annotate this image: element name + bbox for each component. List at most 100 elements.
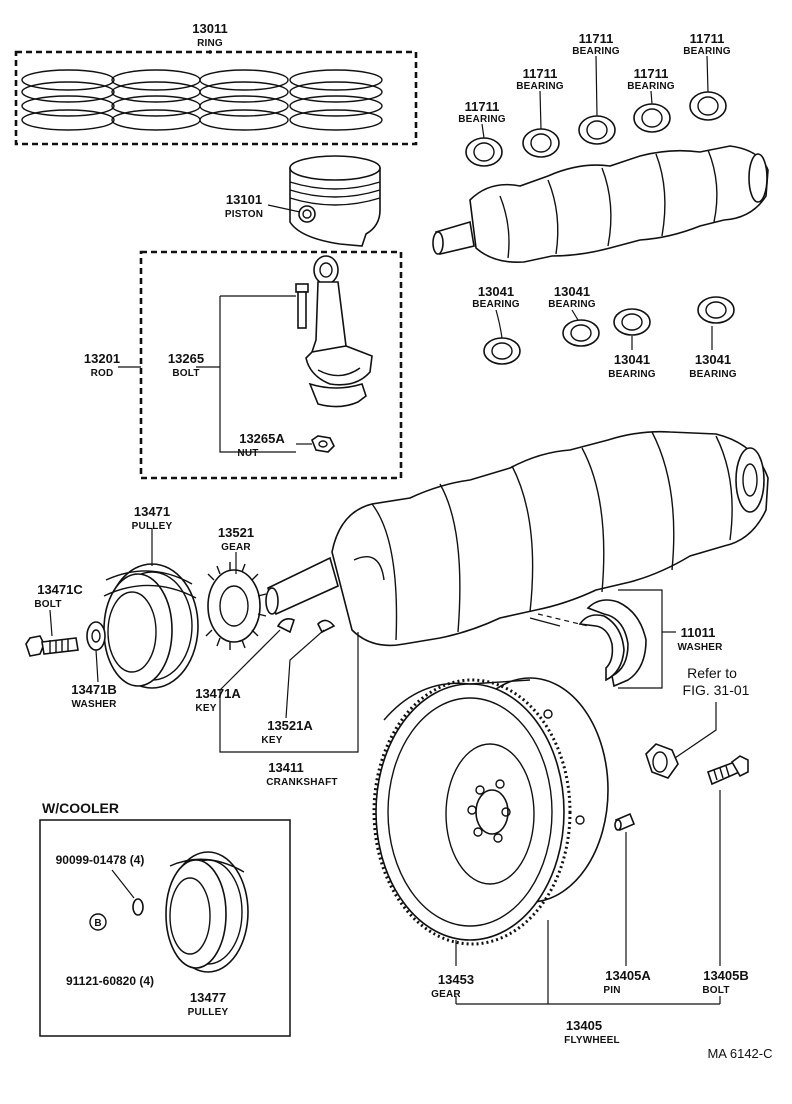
cooler-pulley	[165, 851, 249, 973]
piston: 13101 PISTON	[225, 155, 381, 247]
rod-bearing-3-shell	[613, 308, 651, 336]
rod-bolt-part-name: BOLT	[172, 368, 199, 379]
main-bearing-5-part-number: 11711	[690, 31, 725, 46]
refer-to-text: Refer to	[687, 665, 737, 681]
thrust-washer	[578, 599, 647, 688]
cooler-panel: W/COOLER B 90099-01478 (4) 91121-60820 (…	[39, 800, 291, 1037]
thrust-washer-part-number: 11011	[681, 625, 716, 640]
main-bearing-4-part-name: BEARING	[627, 81, 675, 92]
ring-part-name: RING	[197, 38, 223, 49]
piston-part-number: 13101	[226, 192, 262, 207]
flywheel-bolt-part-number: 13405B	[703, 968, 749, 983]
rod-nut-part-number: 13265A	[239, 431, 285, 446]
connecting-rod-assembly: 13201 ROD 13265 BOLT 13265A NUT	[84, 250, 403, 480]
main-bearing-2-part-number: 11711	[523, 66, 558, 81]
ring-set-outline	[14, 50, 418, 146]
figure-reference: FIG. 31-01	[683, 682, 750, 698]
pulley-bolt	[25, 635, 79, 657]
main-bearing-2-part-name: BEARING	[516, 81, 564, 92]
gear-key-part-name: KEY	[261, 735, 282, 746]
pulley-washer-part-number: 13471B	[71, 682, 117, 697]
rod-bearings: 13041 BEARING 13041 BEARING 13041 BEARIN…	[472, 284, 737, 380]
timing-gear-part-name: GEAR	[221, 542, 251, 553]
main-bearing-4-shell	[633, 103, 671, 133]
crankshaft-part-name: CRANKSHAFT	[266, 777, 337, 788]
main-bearing-1-part-name: BEARING	[458, 114, 506, 125]
ring-part-number: 13011	[192, 21, 227, 36]
main-bearings: 11711 BEARING 11711 BEARING 11711 BEARIN…	[458, 31, 731, 167]
ring-stack-2	[111, 69, 201, 131]
crankshaft-part-number: 13411	[268, 760, 303, 775]
main-bearing-1-part-number: 11711	[465, 99, 500, 114]
main-bearing-3-shell	[578, 115, 616, 145]
cooler-nut	[132, 898, 144, 916]
gear-key	[317, 619, 336, 634]
timing-gear-part-number: 13521	[218, 525, 254, 540]
crank-pulley	[103, 563, 199, 689]
upper-crankshaft-sketch	[432, 145, 769, 264]
crank-pulley-part-number: 13471	[134, 504, 170, 519]
pulley-key-part-name: KEY	[195, 703, 216, 714]
flywheel-part-name: FLYWHEEL	[564, 1035, 620, 1046]
rod-bearing-2-part-name: BEARING	[548, 299, 596, 310]
cooler-callout-letter: B	[94, 918, 101, 929]
rod-bearing-4-part-number: 13041	[695, 352, 731, 367]
cooler-pulley-part-name: PULLEY	[188, 1007, 229, 1018]
timing-gear	[205, 562, 267, 650]
pulley-bolt-part-name: BOLT	[34, 599, 61, 610]
main-bearing-5-part-name: BEARING	[683, 46, 731, 57]
cooler-pulley-part-number: 13477	[190, 990, 226, 1005]
main-bearing-3-part-name: BEARING	[572, 46, 620, 57]
rod-bearing-1-part-number: 13041	[478, 284, 514, 299]
rod-bolt	[295, 283, 309, 329]
ring-stack-4	[289, 69, 383, 131]
flywheel-bolt	[706, 755, 749, 786]
main-bearing-3-part-number: 11711	[579, 31, 614, 46]
pulley-key-part-number: 13471A	[195, 686, 241, 701]
cooler-washer-part-number: 91121-60820 (4)	[66, 974, 154, 988]
pulley-key	[276, 618, 295, 634]
rod-bearing-3-part-name: BEARING	[608, 369, 656, 380]
rod-nut-part-name: NUT	[237, 448, 258, 459]
rod-bearing-4-part-name: BEARING	[689, 369, 737, 380]
ring-gear-part-name: GEAR	[431, 989, 461, 1000]
flywheel	[375, 677, 609, 941]
main-bearing-5-shell	[689, 91, 727, 121]
flywheel-pin-part-name: PIN	[603, 985, 620, 996]
thrust-washer-part-name: WASHER	[677, 642, 723, 653]
gear-key-part-number: 13521A	[267, 718, 313, 733]
rod-bearing-1-shell	[483, 337, 521, 365]
cooler-callout-circle	[89, 913, 107, 931]
piston-ring-set: 13011 RING	[14, 21, 418, 146]
pulley-washer-part-name: WASHER	[71, 699, 117, 710]
flywheel-part-number: 13405	[566, 1018, 602, 1033]
ring-stack-1	[21, 69, 115, 131]
pulley-bolt-part-number: 13471C	[37, 582, 83, 597]
ring-stack-3	[199, 69, 289, 131]
flywheel-bolt-part-name: BOLT	[702, 985, 729, 996]
cooler-panel-title: W/COOLER	[42, 800, 119, 816]
rod-bearing-2-shell	[562, 319, 600, 347]
rod-nut	[311, 435, 335, 453]
rod-part-name: ROD	[91, 368, 114, 379]
rod-part-number: 13201	[84, 351, 120, 366]
rod-bolt-part-number: 13265	[168, 351, 204, 366]
figure-code: MA 6142-C	[707, 1046, 772, 1061]
main-bearing-4-part-number: 11711	[634, 66, 669, 81]
connecting-rod	[305, 255, 373, 408]
rod-bearing-1-part-name: BEARING	[472, 299, 520, 310]
flywheel-pin-part-number: 13405A	[605, 968, 651, 983]
ring-gear-part-number: 13453	[438, 972, 474, 987]
pulley-washer	[86, 621, 106, 651]
crank-pulley-part-name: PULLEY	[132, 521, 173, 532]
main-bearing-2-shell	[522, 128, 560, 158]
cooler-panel-frame	[39, 819, 291, 1037]
flywheel-pin	[614, 812, 636, 832]
rod-bearing-3-part-number: 13041	[614, 352, 650, 367]
pilot-bearing	[645, 743, 679, 779]
cooler-nut-part-number: 90099-01478 (4)	[56, 853, 145, 867]
main-bearing-1-shell	[465, 137, 503, 167]
rod-bearing-2-part-number: 13041	[554, 284, 590, 299]
